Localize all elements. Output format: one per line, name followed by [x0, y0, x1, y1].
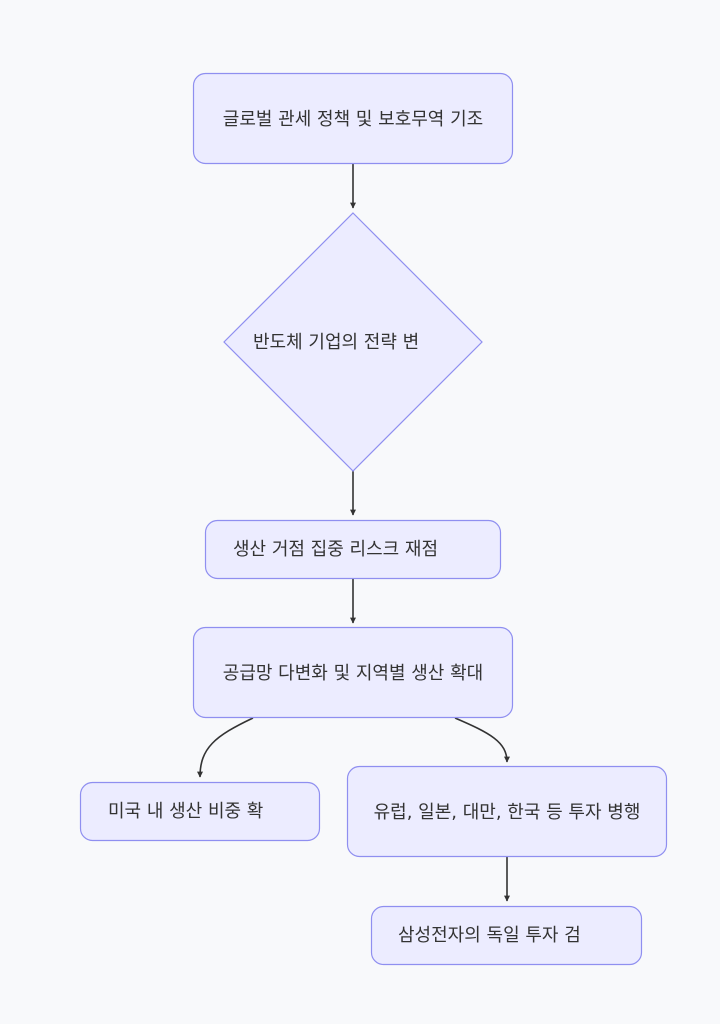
- node-d-label: 공급망 다변화 및 지역별 생산 확대: [218, 642, 488, 704]
- node-g-text: 삼성전자의 독일 투자 검: [398, 925, 581, 946]
- node-a-box[interactable]: [192, 72, 514, 165]
- node-b-text: 반도체 기업의 전략 변: [253, 332, 420, 353]
- node-c-label: 생산 거점 집중 리스크 재점: [233, 534, 477, 565]
- node-f-box[interactable]: [346, 765, 668, 858]
- node-c-text: 생산 거점 집중 리스크 재점: [233, 539, 439, 560]
- node-a-text: 글로벌 관세 정책 및 보호무역 기조: [222, 108, 484, 130]
- node-g-label: 삼성전자의 독일 투자 검: [398, 920, 616, 951]
- edge-d-to-e: [197, 717, 254, 778]
- nodes: [79, 72, 668, 966]
- node-b-diamond[interactable]: [223, 212, 483, 472]
- node-e-text: 미국 내 생산 비중 확: [108, 801, 264, 822]
- node-d-box[interactable]: [192, 626, 514, 719]
- node-f-text: 유럽, 일본, 대만, 한국 등 투자 병행: [373, 801, 641, 823]
- edges: [197, 164, 510, 902]
- node-f-label: 유럽, 일본, 대만, 한국 등 투자 병행: [367, 781, 647, 843]
- edge-d-to-f: [454, 717, 510, 763]
- node-g-box[interactable]: [370, 905, 643, 966]
- node-e-box[interactable]: [79, 781, 321, 842]
- node-a-label: 글로벌 관세 정책 및 보호무역 기조: [218, 88, 488, 150]
- node-c-box[interactable]: [204, 519, 502, 580]
- node-d-text: 공급망 다변화 및 지역별 생산 확대: [222, 662, 484, 684]
- node-e-label: 미국 내 생산 비중 확: [108, 796, 294, 827]
- node-b-label: 반도체 기업의 전략 변: [253, 327, 454, 358]
